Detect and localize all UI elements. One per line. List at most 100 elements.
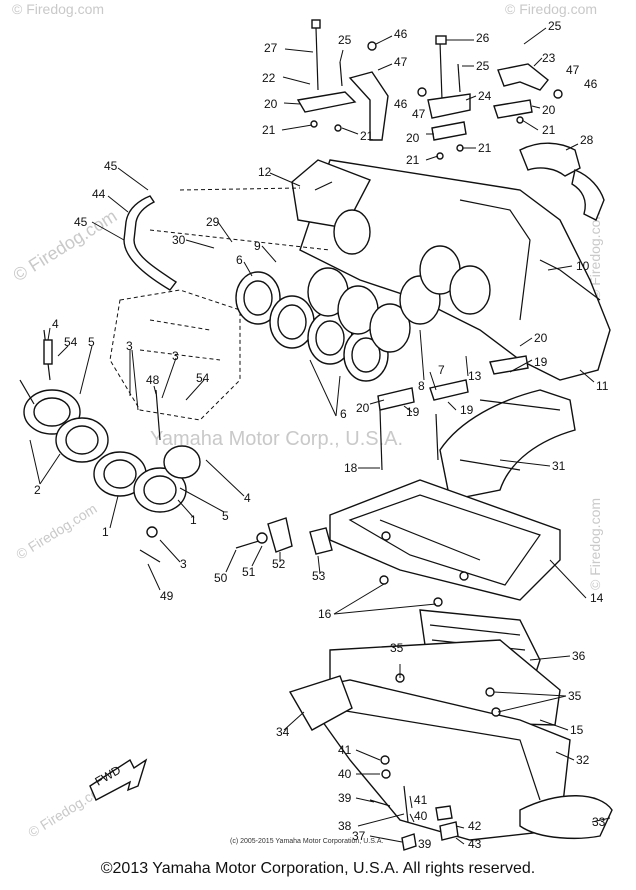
callout-1: 1 xyxy=(102,525,109,539)
callout-42: 42 xyxy=(468,819,482,833)
callout-28: 28 xyxy=(580,133,594,147)
callout-39: 39 xyxy=(418,837,432,851)
callout-19: 19 xyxy=(460,403,474,417)
carburetor-joints xyxy=(235,209,491,382)
callout-3: 3 xyxy=(126,339,133,353)
watermark-firedog-left: © Firedog.com xyxy=(10,206,121,286)
callout-1: 1 xyxy=(190,513,197,527)
airbox-case xyxy=(288,639,613,841)
callout-40: 40 xyxy=(414,809,428,823)
callout-25: 25 xyxy=(476,59,490,73)
watermark-firedog-lower-right: © Firedog.com xyxy=(587,498,603,590)
callout-32: 32 xyxy=(576,753,590,767)
callout-40: 40 xyxy=(338,767,352,781)
callout-24: 24 xyxy=(478,89,492,103)
callout-33: 33 xyxy=(592,815,606,829)
callout-35: 35 xyxy=(568,689,582,703)
callout-41: 41 xyxy=(414,793,428,807)
callout-20: 20 xyxy=(406,131,420,145)
engine-outline xyxy=(109,289,241,421)
callout-21: 21 xyxy=(542,123,556,137)
callout-7: 7 xyxy=(438,363,445,377)
callout-11: 11 xyxy=(596,379,609,393)
callout-26: 26 xyxy=(476,31,490,45)
callout-47: 47 xyxy=(394,55,408,69)
breather-hoses xyxy=(123,142,605,291)
callout-21: 21 xyxy=(406,153,420,167)
callout-38: 38 xyxy=(338,819,352,833)
lower-fasteners xyxy=(369,755,459,851)
callout-19: 19 xyxy=(406,405,420,419)
callout-41: 41 xyxy=(338,743,352,757)
callout-25: 25 xyxy=(548,19,562,33)
callout-2: 2 xyxy=(34,483,41,497)
callout-15: 15 xyxy=(570,723,584,737)
watermark-yamaha-center: Yamaha Motor Corp., U.S.A. xyxy=(150,428,403,450)
small-copyright-text: (c) 2005-2015 Yamaha Motor Corporation, … xyxy=(230,838,384,845)
callout-5: 5 xyxy=(88,335,95,349)
callout-45: 45 xyxy=(74,215,88,229)
callout-23: 23 xyxy=(542,51,556,65)
callout-49: 49 xyxy=(160,589,174,603)
callout-37: 37 xyxy=(352,829,366,843)
callout-21: 21 xyxy=(360,129,374,143)
leader-lines xyxy=(29,27,611,845)
callout-16: 16 xyxy=(318,607,332,621)
watermark-firedog-top-right: © Firedog.com xyxy=(505,1,597,17)
callout-4: 4 xyxy=(244,491,251,505)
callout-54: 54 xyxy=(196,371,210,385)
callout-14: 14 xyxy=(590,591,604,605)
airbox-plate xyxy=(329,479,561,601)
watermark-firedog-top-left: © Firedog.com xyxy=(12,1,104,17)
watermark-firedog-lower-left: © Firedog.com xyxy=(13,500,100,562)
callout-20: 20 xyxy=(356,401,370,415)
callout-22: 22 xyxy=(262,71,276,85)
callout-34: 34 xyxy=(276,725,290,739)
callout-3: 3 xyxy=(180,557,187,571)
callout-51: 51 xyxy=(242,565,256,579)
small-fittings xyxy=(139,389,333,563)
intake-manifolds xyxy=(19,329,201,513)
upper-brackets xyxy=(296,19,563,160)
callout-13: 13 xyxy=(468,369,482,383)
callout-43: 43 xyxy=(468,837,482,851)
callout-21: 21 xyxy=(262,123,276,137)
callout-35: 35 xyxy=(390,641,404,655)
callout-5: 5 xyxy=(222,509,229,523)
callout-3: 3 xyxy=(172,349,179,363)
callout-20: 20 xyxy=(534,331,548,345)
callout-6: 6 xyxy=(236,253,243,267)
callout-45: 45 xyxy=(104,159,118,173)
callout-18: 18 xyxy=(344,461,358,475)
callout-25: 25 xyxy=(338,33,352,47)
callout-10: 10 xyxy=(576,259,590,273)
callout-19: 19 xyxy=(534,355,548,369)
callout-numbers: 27 22 20 21 25 46 47 21 26 25 46 47 24 2… xyxy=(34,19,609,851)
callout-30: 30 xyxy=(172,233,186,247)
callout-53: 53 xyxy=(312,569,326,583)
callout-47: 47 xyxy=(412,107,426,121)
callout-46: 46 xyxy=(394,27,408,41)
callout-4: 4 xyxy=(52,317,59,331)
callout-52: 52 xyxy=(272,557,286,571)
air-duct xyxy=(377,355,576,501)
callout-44: 44 xyxy=(92,187,106,201)
callout-48: 48 xyxy=(146,373,160,387)
callout-47: 47 xyxy=(566,63,580,77)
callout-20: 20 xyxy=(264,97,278,111)
callout-46: 46 xyxy=(394,97,408,111)
callout-8: 8 xyxy=(418,379,425,393)
fwd-arrow: FWD xyxy=(89,758,148,801)
callout-36: 36 xyxy=(572,649,586,663)
callout-27: 27 xyxy=(264,41,278,55)
callout-46: 46 xyxy=(584,77,598,91)
callout-9: 9 xyxy=(254,239,261,253)
copyright-footer: ©2013 Yamaha Motor Corporation, U.S.A. A… xyxy=(100,860,536,877)
callout-6: 6 xyxy=(340,407,347,421)
callout-12: 12 xyxy=(258,165,272,179)
callout-29: 29 xyxy=(206,215,220,229)
callout-54: 54 xyxy=(64,335,78,349)
callout-50: 50 xyxy=(214,571,228,585)
callout-20: 20 xyxy=(542,103,556,117)
